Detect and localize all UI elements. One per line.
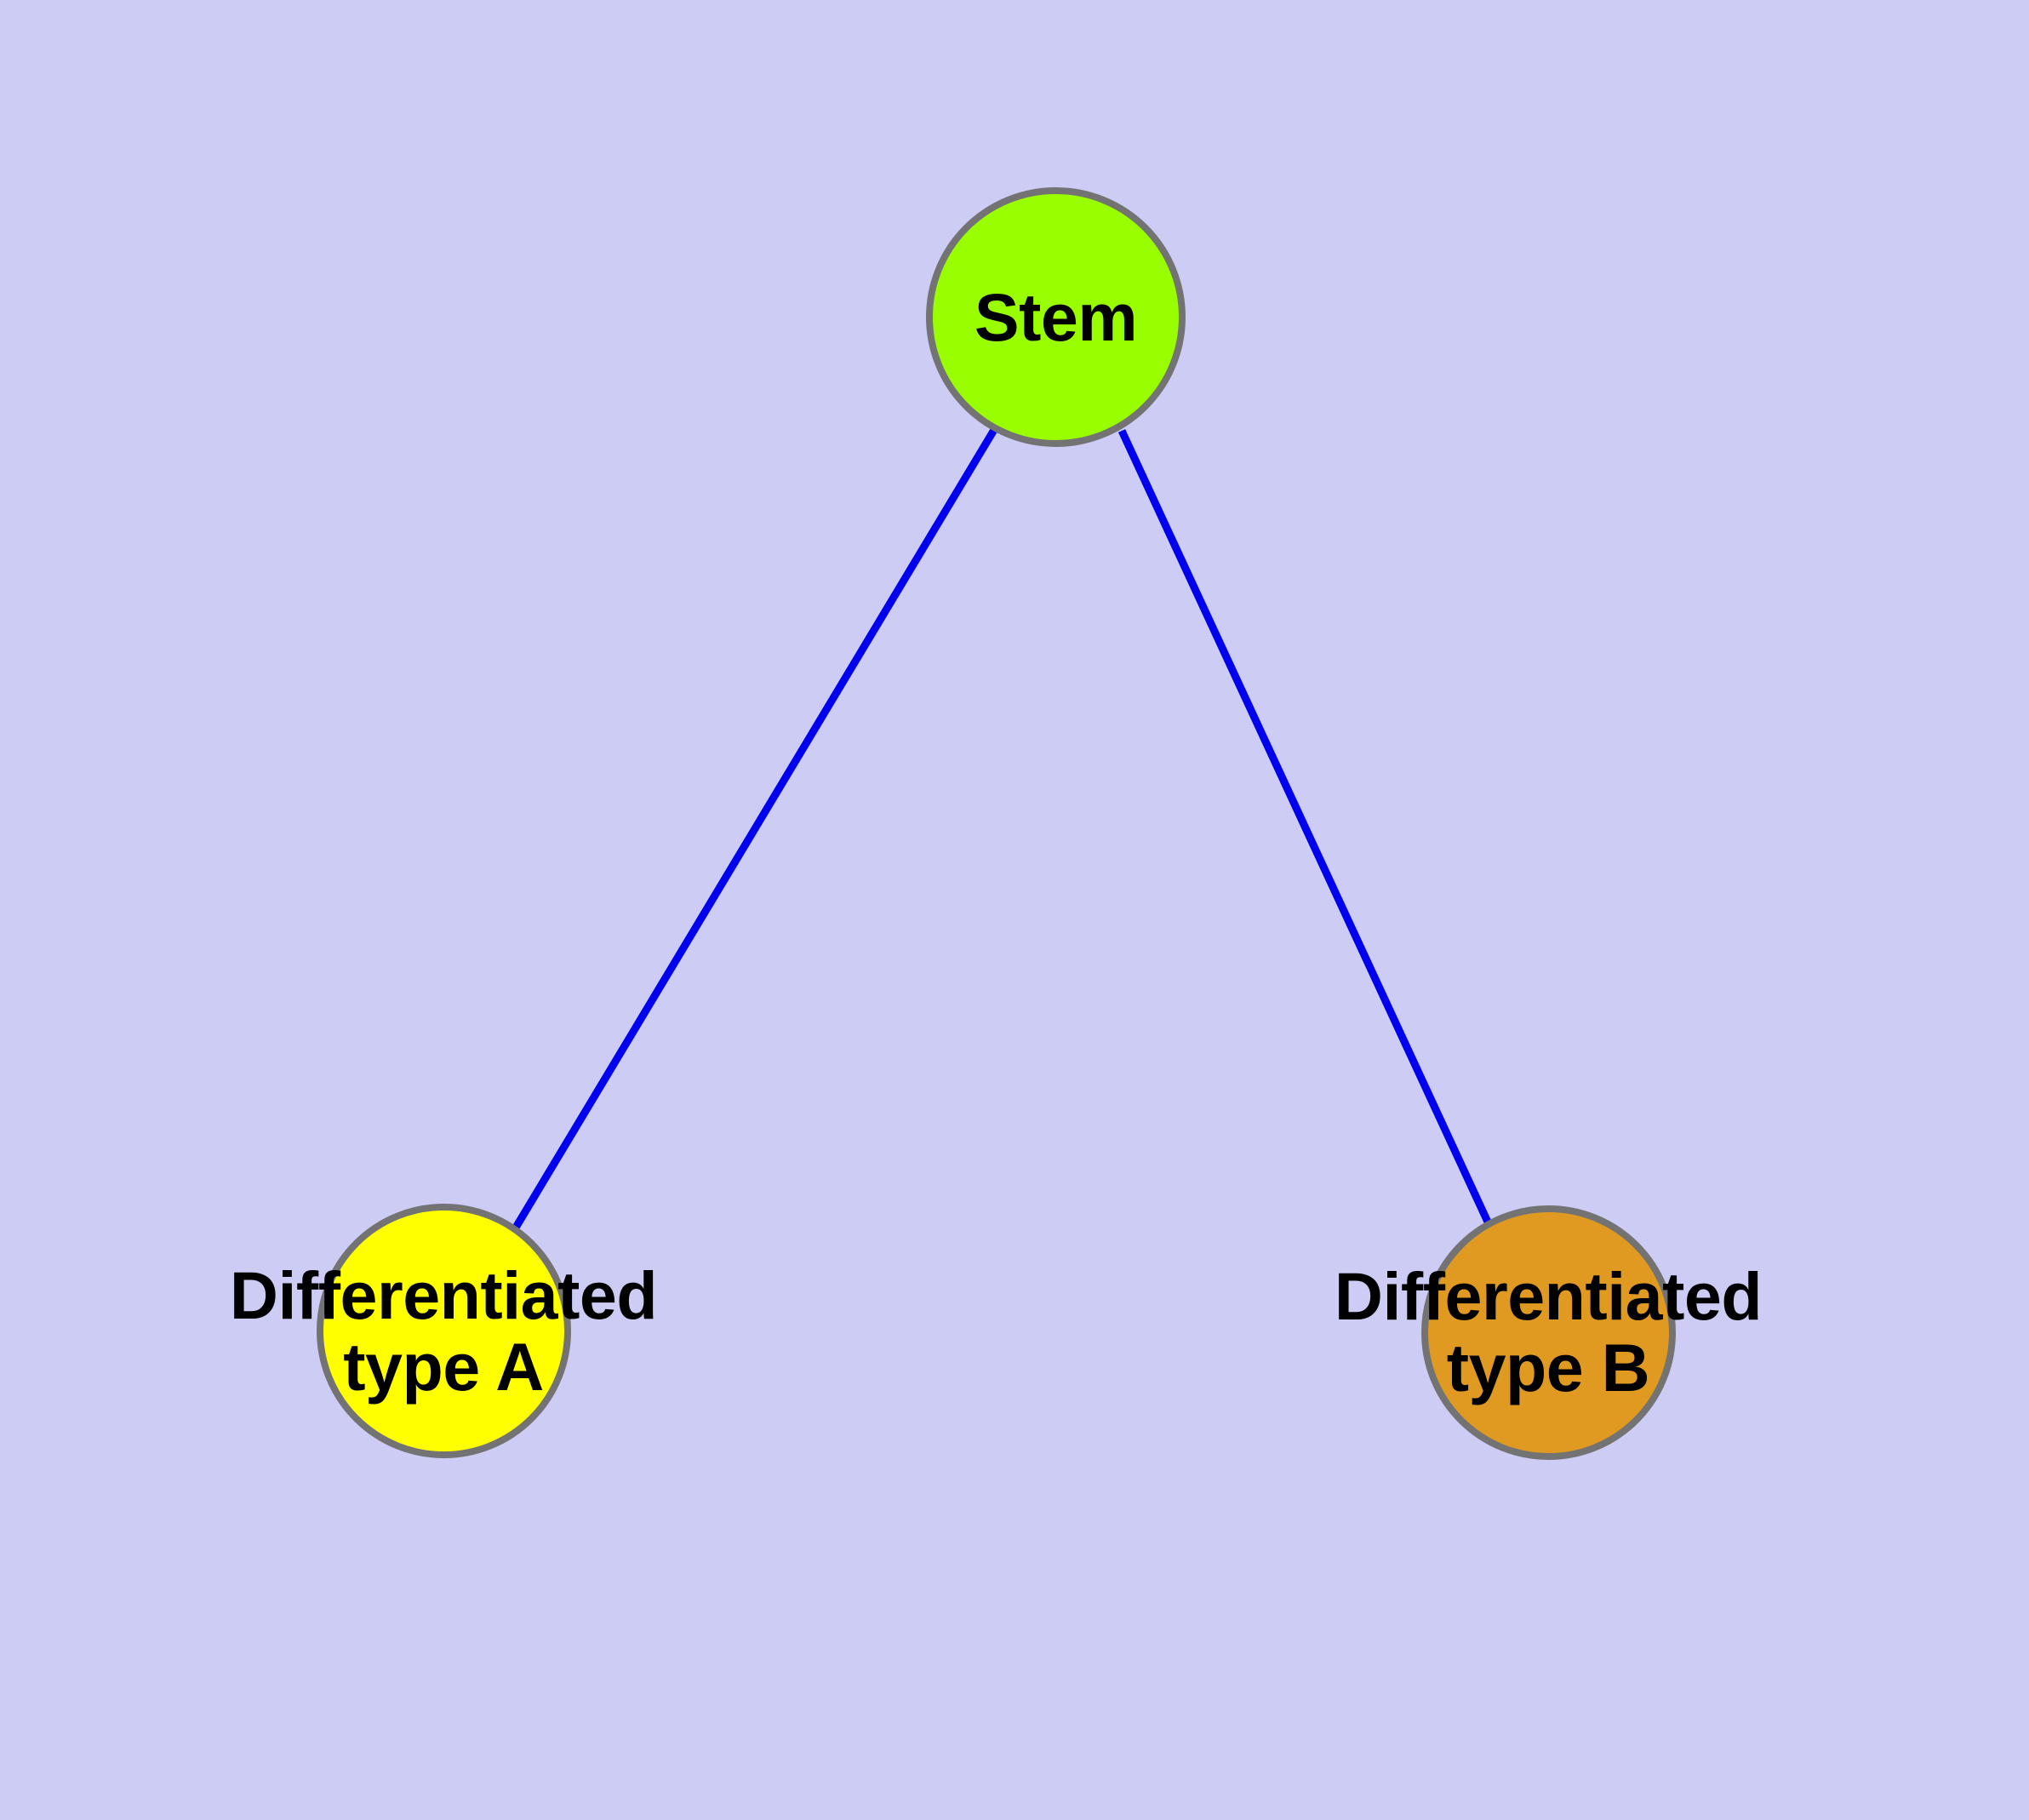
- node-differentiated-type-b[interactable]: [1421, 1205, 1676, 1460]
- node-stem[interactable]: [926, 187, 1186, 447]
- node-differentiated-type-a[interactable]: [317, 1204, 571, 1458]
- edge-stem-to-differentiated-type-b: [1117, 429, 1495, 1231]
- edge-stem-to-differentiated-type-a: [512, 427, 997, 1230]
